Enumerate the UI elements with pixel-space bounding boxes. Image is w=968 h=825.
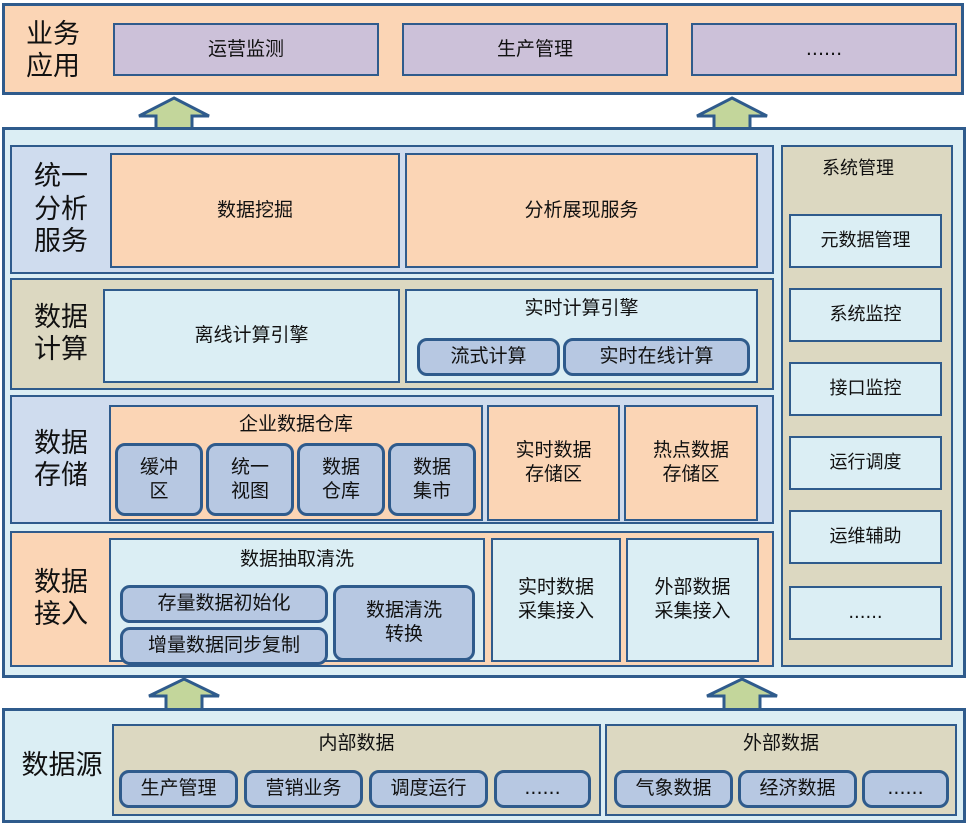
metadata-mgmt-box: 元数据管理: [789, 214, 942, 268]
external-economy-pill: 经济数据: [738, 770, 857, 808]
business-application-layer: 业务 应用 运营监测 生产管理 ......: [2, 3, 964, 95]
data-mart-pill: 数据 集市: [388, 443, 476, 516]
stream-compute-pill: 流式计算: [417, 338, 560, 376]
data-access-layer: 数据 接入 数据抽取清洗 存量数据初始化 增量数据同步复制 数据清洗 转换 实时…: [10, 531, 774, 667]
stock-init-pill: 存量数据初始化: [120, 585, 328, 623]
buffer-zone-pill: 缓冲 区: [115, 443, 203, 516]
system-monitor-box: 系统监控: [789, 288, 942, 342]
data-warehouse-pill: 数据 仓库: [297, 443, 385, 516]
data-compute-layer: 数据 计算 离线计算引擎 实时计算引擎 流式计算 实时在线计算: [10, 278, 774, 390]
realtime-engine-box: 实时计算引擎 流式计算 实时在线计算: [405, 289, 758, 383]
enterprise-warehouse-box: 企业数据仓库 缓冲 区 统一 视图 数据 仓库 数据 集市: [109, 405, 483, 521]
warehouse-title: 企业数据仓库: [238, 413, 353, 436]
internal-dispatch-pill: 调度运行: [369, 770, 488, 808]
internal-data-title: 内部数据: [318, 732, 395, 755]
business-item-ops-monitor: 运营监测: [113, 23, 379, 76]
etl-box: 数据抽取清洗 存量数据初始化 增量数据同步复制 数据清洗 转换: [109, 538, 485, 665]
internal-marketing-pill: 营销业务: [244, 770, 363, 808]
internal-production-pill: 生产管理: [119, 770, 238, 808]
business-layer-label: 业务 应用: [26, 18, 80, 82]
business-item-production: 生产管理: [402, 23, 668, 76]
run-schedule-box: 运行调度: [789, 436, 942, 490]
realtime-engine-title: 实时计算引擎: [524, 297, 639, 320]
compute-layer-label: 数据 计算: [34, 301, 88, 365]
offline-engine-box: 离线计算引擎: [103, 289, 400, 383]
realtime-collect-box: 实时数据 采集接入: [491, 538, 621, 662]
storage-layer-label: 数据 存储: [34, 427, 88, 491]
data-mining-box: 数据挖掘: [110, 153, 400, 268]
unified-view-pill: 统一 视图: [206, 443, 294, 516]
sysmgmt-title: 系统管理: [822, 157, 894, 179]
online-compute-pill: 实时在线计算: [563, 338, 750, 376]
data-clean-pill: 数据清洗 转换: [333, 585, 475, 661]
data-source-layer: 数据源 内部数据 生产管理 营销业务 调度运行 ...... 外部数据 气象数据…: [2, 708, 966, 823]
external-data-title: 外部数据: [742, 732, 819, 755]
external-more-pill: ......: [862, 770, 949, 808]
up-arrow-icon: [705, 677, 779, 711]
business-item-more: ......: [691, 23, 957, 76]
hot-store-box: 热点数据 存储区: [624, 405, 758, 521]
interface-monitor-box: 接口监控: [789, 362, 942, 416]
analysis-service-layer: 统一 分析 服务 数据挖掘 分析展现服务: [10, 145, 774, 274]
etl-title: 数据抽取清洗: [239, 548, 354, 571]
sysmgmt-more-box: ......: [789, 586, 942, 640]
ops-support-box: 运维辅助: [789, 510, 942, 564]
up-arrow-icon: [147, 677, 221, 711]
incremental-sync-pill: 增量数据同步复制: [120, 627, 328, 665]
analysis-layer-label: 统一 分析 服务: [34, 161, 88, 258]
access-layer-label: 数据 接入: [34, 566, 88, 630]
internal-data-box: 内部数据 生产管理 营销业务 调度运行 ......: [112, 724, 601, 816]
system-management-panel: 系统管理 元数据管理 系统监控 接口监控 运行调度 运维辅助 ......: [781, 145, 953, 667]
external-data-box: 外部数据 气象数据 经济数据 ......: [605, 724, 957, 816]
internal-more-pill: ......: [494, 770, 591, 808]
external-collect-box: 外部数据 采集接入: [626, 538, 759, 662]
external-weather-pill: 气象数据: [614, 770, 733, 808]
source-layer-label: 数据源: [21, 749, 103, 781]
analysis-display-box: 分析展现服务: [405, 153, 758, 268]
realtime-store-box: 实时数据 存储区: [487, 405, 620, 521]
data-storage-layer: 数据 存储 企业数据仓库 缓冲 区 统一 视图 数据 仓库 数据 集市 实时数据…: [10, 395, 774, 524]
